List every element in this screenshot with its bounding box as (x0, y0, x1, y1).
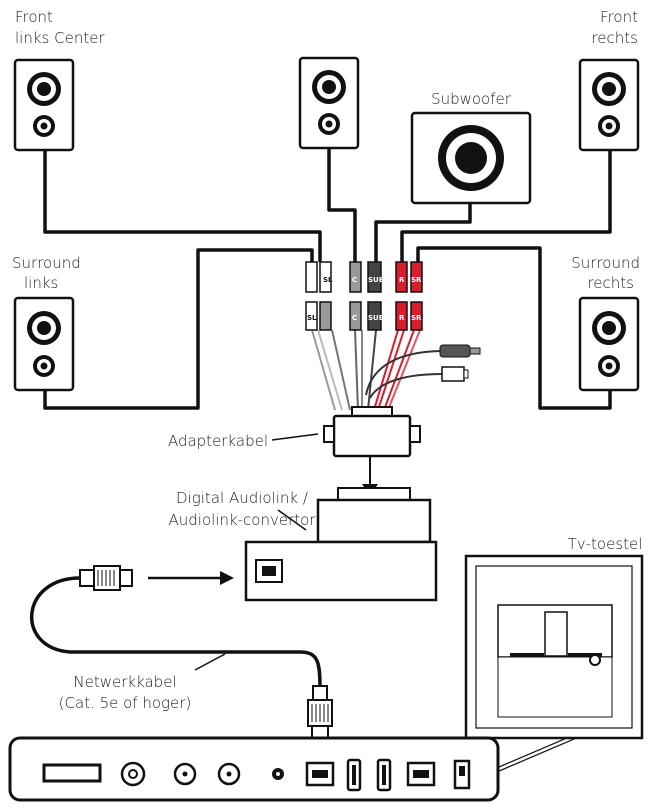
arrow-right-icon (148, 571, 234, 585)
hdmi-port-icon-1 (346, 758, 362, 792)
subwoofer (410, 111, 532, 205)
card-slot-icon (42, 763, 102, 783)
adapter-connector (323, 406, 421, 458)
plug-top-sr-label: SR (411, 276, 422, 284)
speaker-cables (43, 148, 612, 410)
plug-bottom-r-label: R (399, 314, 405, 322)
label-netwerk-1: Netwerkkabel (73, 673, 176, 691)
usb-port-icon (453, 759, 471, 790)
plug-bottom-sub-label: SUB (368, 314, 384, 322)
tv-set (464, 554, 644, 740)
tv-connection-panel (8, 736, 500, 802)
label-subwoofer: Subwoofer (431, 90, 512, 108)
audiolink-converter (244, 487, 438, 602)
label-surround-right-1: Surround (571, 254, 640, 272)
plug-bottom-sr-label: SR (411, 314, 422, 322)
rj-plug-icon (441, 366, 469, 382)
plug-top-sl-label: SL (323, 276, 333, 284)
speaker-front-left (13, 58, 75, 152)
label-converter-1: Digital Audiolink / (176, 489, 308, 507)
speaker-front-right (578, 58, 640, 152)
plug-top-sub-label: SUB (368, 276, 384, 284)
rca-plugs-top: SL C SUB R SR (305, 261, 423, 293)
headphone-port-icon (272, 768, 284, 780)
label-surround-left-2: links (24, 274, 58, 292)
labels: Front links Center Front rechts Subwoofe… (12, 8, 642, 712)
label-tv: Tv-toestel (568, 535, 643, 553)
speaker-center (298, 56, 360, 150)
speaker-surround-right (578, 296, 640, 392)
label-surround-right-2: rechts (587, 274, 634, 292)
plug-top-sr (410, 261, 423, 293)
audio-port-icon-1 (173, 762, 197, 786)
plug-top-r-label: R (399, 276, 405, 284)
label-converter-2: Audiolink-convertor (168, 511, 316, 529)
plug-top-sl (305, 261, 318, 293)
label-front-right-1: Front (600, 8, 638, 26)
jack-plug-icon (439, 344, 481, 358)
lan-port-icon-2 (406, 761, 436, 787)
plug-top-c-label: C (352, 276, 357, 284)
label-front-left-2: links Center (15, 29, 105, 47)
coax-port-icon (120, 761, 146, 787)
audio-port-icon-2 (217, 762, 241, 786)
plug-top-c (349, 261, 362, 293)
adapter-cable-bundle (311, 329, 443, 411)
label-adapterkabel: Adapterkabel (168, 432, 268, 450)
speaker-surround-left (13, 296, 75, 392)
label-front-right-2: rechts (591, 29, 638, 47)
rj45-plug-bottom-icon (307, 685, 333, 739)
network-cable (30, 576, 322, 689)
label-front-left-1: Front (15, 8, 53, 26)
hdmi-port-icon-2 (376, 758, 392, 792)
lan-port-icon-1 (305, 761, 335, 787)
plug-top-r (395, 261, 408, 293)
label-surround-left-1: Surround (12, 254, 81, 272)
rj45-plug-left-icon (79, 565, 133, 591)
label-netwerk-2: (Cat. 5e of hoger) (59, 694, 192, 712)
plug-bottom-c-label: C (352, 314, 357, 322)
plug-top-sub (367, 261, 382, 293)
rca-plugs-bottom: SL C SUB R SR (305, 301, 423, 331)
plug-bottom-sl-label: SL (307, 314, 317, 322)
